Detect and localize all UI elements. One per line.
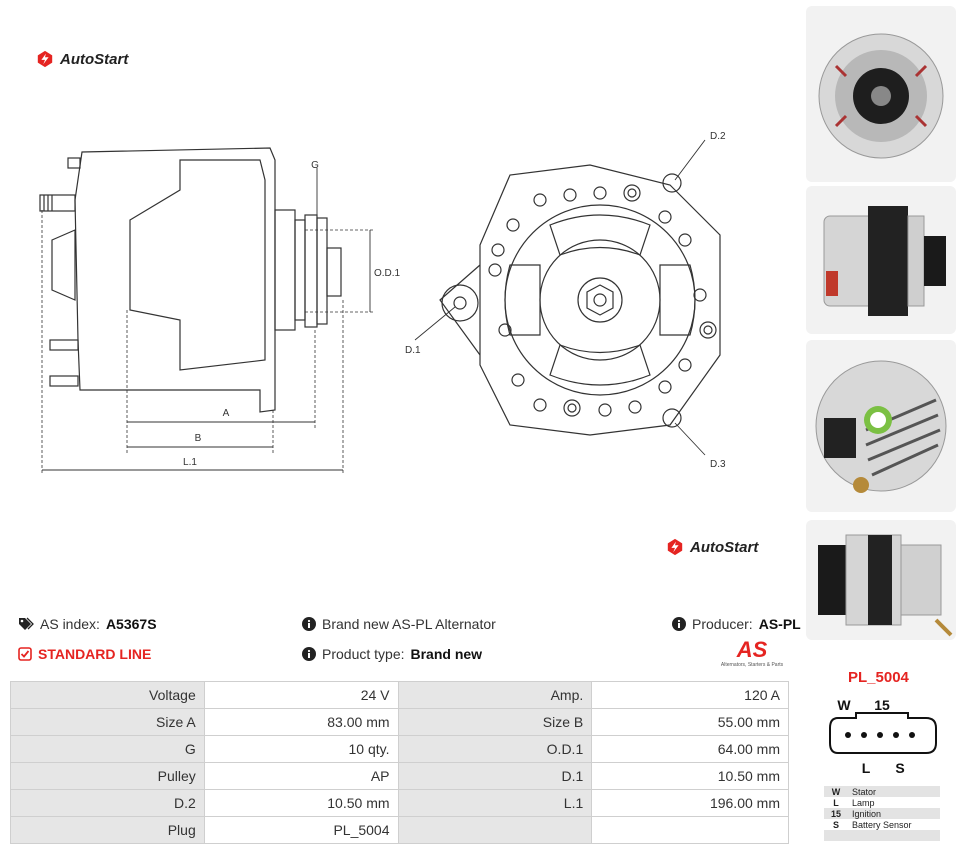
legend-key: W	[824, 786, 848, 797]
spec-label: Size B	[397, 708, 593, 736]
brand-logo-bottom: AutoStart	[666, 538, 758, 556]
product-type: Product type: Brand new	[302, 646, 482, 662]
front-view-drawing: D.2 D.1 D.3	[405, 131, 726, 470]
legend-row: S Battery Sensor	[824, 819, 940, 830]
producer-label: Producer:	[692, 616, 753, 632]
producer-value: AS-PL	[758, 616, 801, 632]
label-d3: D.3	[710, 459, 726, 470]
check-square-icon	[18, 647, 32, 661]
spec-label: Size A	[10, 708, 205, 736]
spec-label: Amp.	[397, 681, 593, 709]
plug-connector-diagram: W 15 L S	[829, 697, 937, 776]
spec-label: O.D.1	[397, 735, 593, 763]
pin-l-label: L	[862, 760, 871, 776]
info-icon	[302, 647, 316, 661]
description-text: Brand new AS-PL Alternator	[322, 616, 496, 632]
side-view-drawing: G O.D.1 A B L.1	[39, 147, 401, 475]
label-a: A	[223, 408, 230, 419]
spec-label: L.1	[397, 789, 593, 817]
producer: Producer: AS-PL	[672, 616, 801, 632]
product-photo-top	[806, 520, 956, 640]
description: Brand new AS-PL Alternator	[302, 616, 496, 632]
as-index: AS index: A5367S	[18, 616, 157, 632]
spec-label	[397, 816, 593, 844]
product-photo-front	[806, 6, 956, 182]
tags-icon	[19, 617, 34, 630]
spec-value: 10.50 mm	[203, 789, 399, 817]
legend-value: Ignition	[848, 808, 940, 819]
spec-value: PL_5004	[203, 816, 399, 844]
label-d2: D.2	[710, 131, 726, 142]
as-index-value: A5367S	[105, 616, 157, 632]
spec-value: 120 A	[591, 681, 789, 709]
as-logo-icon: AS	[736, 637, 768, 662]
spec-value: 83.00 mm	[203, 708, 399, 736]
autostart-logo-icon	[37, 50, 53, 68]
legend-value: Battery Sensor	[852, 819, 912, 830]
spec-value: 64.00 mm	[591, 735, 789, 763]
spec-value: 55.00 mm	[591, 708, 789, 736]
spec-label: Plug	[10, 816, 205, 844]
legend-value	[848, 830, 940, 841]
legend-key	[824, 830, 848, 841]
product-photo-side	[806, 186, 956, 334]
brand-name: AutoStart	[690, 538, 759, 556]
spec-value: 10 qty.	[203, 735, 399, 763]
legend-key: 15	[824, 808, 848, 819]
label-b: B	[195, 433, 202, 444]
standard-line-text: STANDARD LINE	[38, 646, 152, 662]
as-logo: AS Alternators, Starters & Parts	[712, 637, 792, 669]
brand-name: AutoStart	[60, 50, 129, 68]
spec-value: 10.50 mm	[591, 762, 789, 790]
spec-label: Voltage	[10, 681, 205, 709]
info-icon	[302, 617, 316, 631]
plug-title: PL_5004	[848, 669, 909, 686]
label-g: G	[311, 160, 319, 171]
product-type-label: Product type:	[322, 646, 405, 662]
spec-label: D.2	[10, 789, 205, 817]
as-logo-tagline: Alternators, Starters & Parts	[720, 662, 784, 668]
spec-value: 196.00 mm	[591, 789, 789, 817]
as-index-label: AS index:	[40, 616, 100, 632]
label-d1: D.1	[405, 345, 421, 356]
legend-key: L	[833, 797, 839, 808]
autostart-logo-icon	[667, 538, 683, 556]
legend-row	[824, 830, 940, 841]
spec-value	[591, 816, 789, 844]
info-icon	[672, 617, 686, 631]
standard-line: STANDARD LINE	[18, 646, 151, 662]
spec-label: G	[10, 735, 205, 763]
legend-row: L Lamp	[824, 797, 940, 808]
pin-s-label: S	[895, 760, 904, 776]
pin-15-label: 15	[874, 697, 890, 713]
spec-label: Pulley	[10, 762, 205, 790]
legend-key: S	[832, 819, 839, 830]
legend-value: Lamp	[852, 797, 875, 808]
spec-value: AP	[203, 762, 399, 790]
product-type-value: Brand new	[410, 646, 483, 662]
spec-label: D.1	[397, 762, 593, 790]
product-photo-rear	[806, 340, 956, 512]
label-l1: L.1	[183, 457, 197, 468]
spec-value: 24 V	[203, 681, 399, 709]
pin-w-label: W	[837, 697, 851, 713]
label-od1: O.D.1	[374, 268, 401, 279]
brand-logo-top: AutoStart	[36, 50, 128, 68]
legend-value: Stator	[848, 786, 940, 797]
